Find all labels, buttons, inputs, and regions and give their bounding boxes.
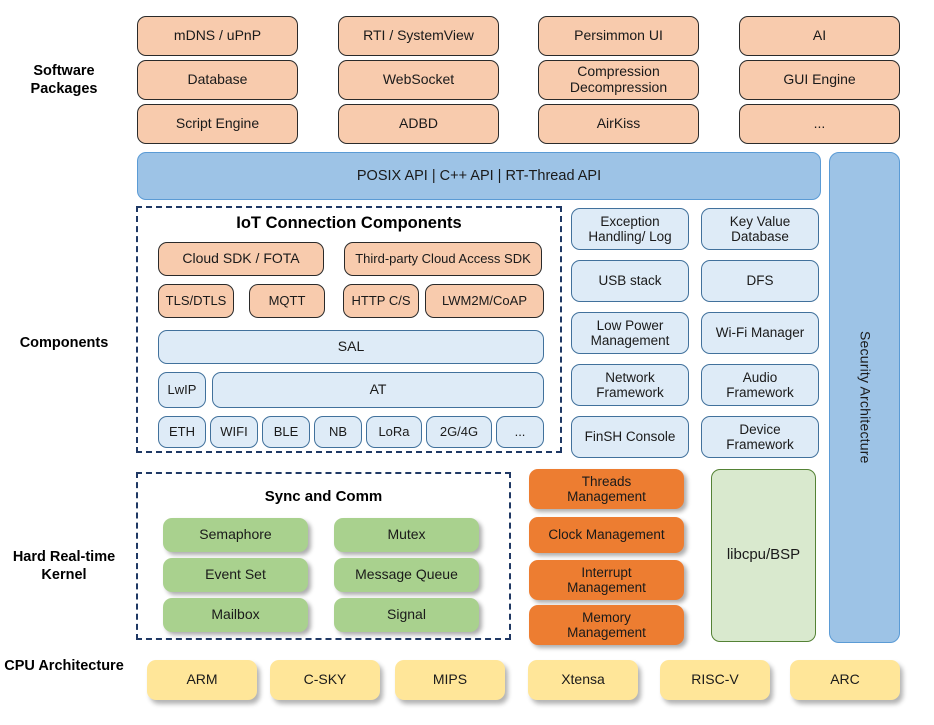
iot-connection-components-frame: [136, 206, 562, 453]
cpu-arc[interactable]: ARC: [790, 660, 900, 700]
component-network-framework[interactable]: Network Framework: [571, 364, 689, 406]
iot-link-2g-4g[interactable]: 2G/4G: [426, 416, 492, 448]
cpu-arm[interactable]: ARM: [147, 660, 257, 700]
iot-lwip[interactable]: LwIP: [158, 372, 206, 408]
iot-connection-components-title: IoT Connection Components: [236, 214, 462, 232]
iot-link-ble[interactable]: BLE: [262, 416, 310, 448]
component-wifi-manager[interactable]: Wi-Fi Manager: [701, 312, 819, 354]
sync-and-comm-frame: [136, 472, 511, 640]
package-more[interactable]: ...: [739, 104, 900, 144]
component-dfs[interactable]: DFS: [701, 260, 819, 302]
iot-third-party-cloud-access-sdk[interactable]: Third-party Cloud Access SDK: [344, 242, 542, 276]
row-label-components: Components: [19, 335, 109, 351]
component-audio-framework[interactable]: Audio Framework: [701, 364, 819, 406]
kernel-mailbox[interactable]: Mailbox: [163, 598, 308, 632]
iot-link-more[interactable]: ...: [496, 416, 544, 448]
package-rti-systemview[interactable]: RTI / SystemView: [338, 16, 499, 56]
iot-at[interactable]: AT: [212, 372, 544, 408]
row-label-kernel: Hard Real-time Kernel: [12, 549, 116, 584]
kernel-message-queue[interactable]: Message Queue: [334, 558, 479, 592]
iot-link-wifi[interactable]: WIFI: [210, 416, 258, 448]
iot-link-eth[interactable]: ETH: [158, 416, 206, 448]
package-script-engine[interactable]: Script Engine: [137, 104, 298, 144]
sync-and-comm-title: Sync and Comm: [264, 488, 383, 505]
iot-sal[interactable]: SAL: [158, 330, 544, 364]
kernel-clock-management[interactable]: Clock Management: [529, 517, 684, 553]
package-gui-engine[interactable]: GUI Engine: [739, 60, 900, 100]
package-database[interactable]: Database: [137, 60, 298, 100]
package-ai[interactable]: AI: [739, 16, 900, 56]
package-mdns-upnp[interactable]: mDNS / uPnP: [137, 16, 298, 56]
component-finsh-console[interactable]: FinSH Console: [571, 416, 689, 458]
component-usb-stack[interactable]: USB stack: [571, 260, 689, 302]
kernel-interrupt-management[interactable]: Interrupt Management: [529, 560, 684, 600]
kernel-mutex[interactable]: Mutex: [334, 518, 479, 552]
cpu-c-sky[interactable]: C-SKY: [270, 660, 380, 700]
kernel-memory-management[interactable]: Memory Management: [529, 605, 684, 645]
component-exception-handling-log[interactable]: Exception Handling/ Log: [571, 208, 689, 250]
api-bar[interactable]: POSIX API | C++ API | RT-Thread API: [137, 152, 821, 200]
package-compression-decompression[interactable]: Compression Decompression: [538, 60, 699, 100]
package-airkiss[interactable]: AirKiss: [538, 104, 699, 144]
iot-lwm2m-coap[interactable]: LWM2M/CoAP: [425, 284, 544, 318]
kernel-event-set[interactable]: Event Set: [163, 558, 308, 592]
iot-link-lora[interactable]: LoRa: [366, 416, 422, 448]
package-websocket[interactable]: WebSocket: [338, 60, 499, 100]
security-architecture-label: Security Architecture: [857, 331, 874, 464]
package-adbd[interactable]: ADBD: [338, 104, 499, 144]
cpu-mips[interactable]: MIPS: [395, 660, 505, 700]
iot-mqtt[interactable]: MQTT: [249, 284, 325, 318]
libcpu-bsp[interactable]: libcpu/BSP: [711, 469, 816, 642]
kernel-threads-management[interactable]: Threads Management: [529, 469, 684, 509]
kernel-semaphore[interactable]: Semaphore: [163, 518, 308, 552]
component-device-framework[interactable]: Device Framework: [701, 416, 819, 458]
row-label-software-packages: Software Packages: [30, 63, 98, 98]
iot-link-nb[interactable]: NB: [314, 416, 362, 448]
kernel-signal[interactable]: Signal: [334, 598, 479, 632]
row-label-cpu-architecture: CPU Architecture: [4, 658, 124, 674]
iot-tls-dtls[interactable]: TLS/DTLS: [158, 284, 234, 318]
package-persimmon-ui[interactable]: Persimmon UI: [538, 16, 699, 56]
component-key-value-database[interactable]: Key Value Database: [701, 208, 819, 250]
cpu-xtensa[interactable]: Xtensa: [528, 660, 638, 700]
iot-http-cs[interactable]: HTTP C/S: [343, 284, 419, 318]
cpu-risc-v[interactable]: RISC-V: [660, 660, 770, 700]
component-low-power-management[interactable]: Low Power Management: [571, 312, 689, 354]
iot-cloud-sdk-fota[interactable]: Cloud SDK / FOTA: [158, 242, 324, 276]
security-architecture-bar[interactable]: Security Architecture: [829, 152, 900, 643]
